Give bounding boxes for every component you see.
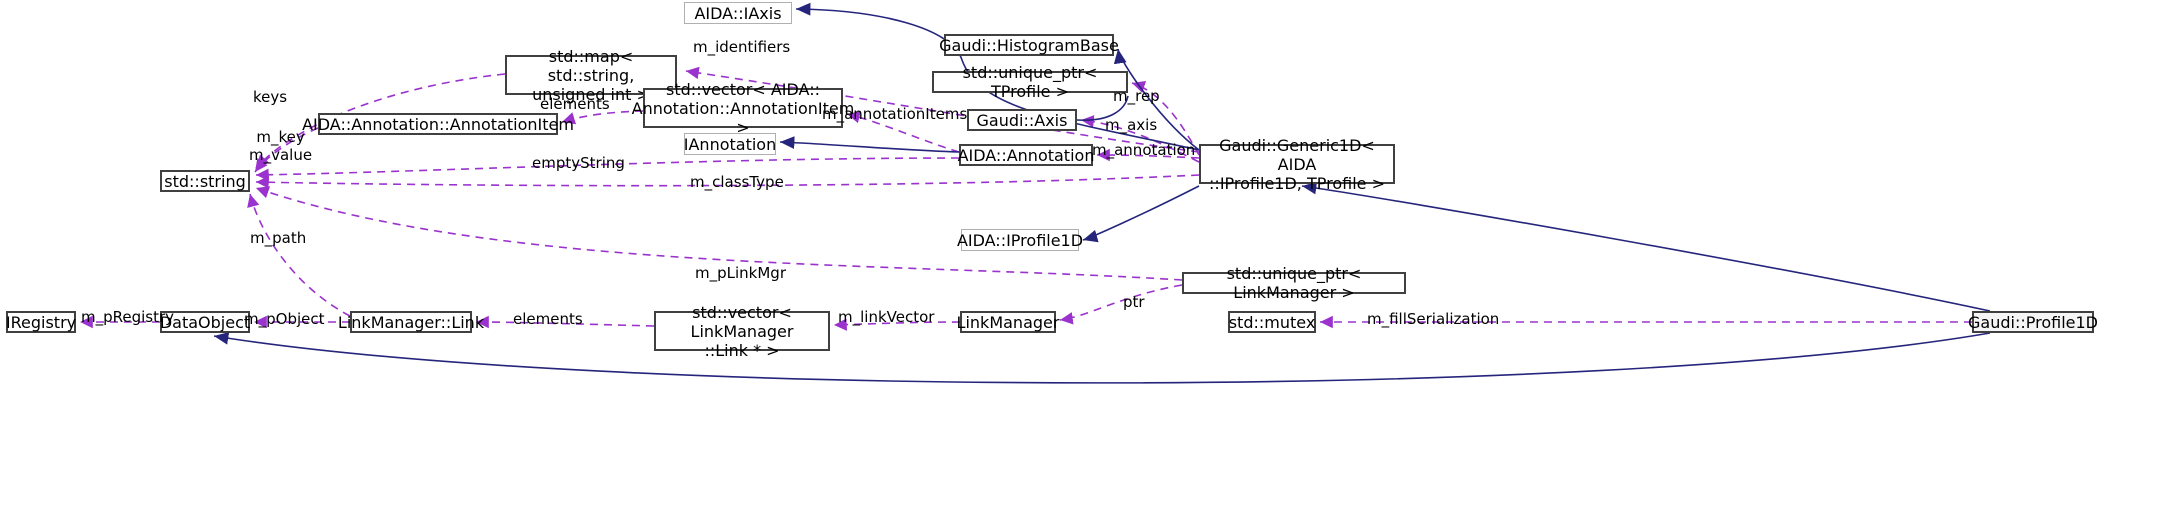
lbl-m-axis: m_axis (1105, 116, 1158, 134)
edge-inherit-dataobject (213, 331, 1991, 384)
lbl-keys: keys (253, 88, 288, 106)
lbl-m-plinkmgr: m_pLinkMgr (695, 264, 786, 282)
lbl-m-linkvector: m_linkVector (838, 308, 935, 326)
lbl-m-identifiers: m_identifiers (693, 38, 791, 56)
node-iannotation[interactable]: IAnnotation (683, 133, 777, 155)
node-annotationitem[interactable]: AIDA::Annotation::AnnotationItem (302, 113, 574, 135)
lbl-elements-1: elements (540, 95, 610, 113)
edge-keys (255, 73, 506, 169)
edge-m-axis (1080, 115, 1200, 163)
node-gaudi-axis[interactable]: Gaudi::Axis (967, 109, 1077, 131)
node-dataobject[interactable]: DataObject (159, 311, 251, 333)
edge-m-plinkmgr (255, 186, 1183, 281)
edge-m-key-m-value (254, 127, 319, 173)
edge-m-annotationitems (846, 110, 960, 153)
lbl-m-annotation: m_annotation (1092, 141, 1196, 159)
edge-m-linkvector (833, 318, 961, 331)
edge-inherit-iprofile1d (1082, 185, 1200, 243)
node-std-string[interactable]: std::string (160, 170, 250, 192)
node-std-mutex[interactable]: std::mutex (1228, 311, 1316, 333)
edge-m-classtype (255, 174, 1200, 189)
edge-m-annotation (1096, 148, 1200, 162)
lbl-m-pobject: m_pObject (244, 310, 325, 328)
node-aida-iaxis[interactable]: AIDA::IAxis (684, 2, 792, 24)
node-unique-ptr-linkmanager[interactable]: std::unique_ptr< LinkManager > (1182, 264, 1406, 302)
node-gaudi-profile1d[interactable]: Gaudi::Profile1D (1968, 311, 2098, 333)
lbl-m-classtype: m_classType (690, 173, 784, 191)
node-unique-ptr-tprofile[interactable]: std::unique_ptr< TProfile > (932, 63, 1128, 101)
node-gaudi-histogrambase[interactable]: Gaudi::HistogramBase (939, 34, 1119, 56)
edge-inherit-histogrambase (1113, 48, 1200, 151)
lbl-m-key-m-value: m_key m_value (249, 128, 313, 164)
node-aida-iprofile1d[interactable]: AIDA::IProfile1D (956, 229, 1084, 251)
edge-elements-link (475, 315, 655, 329)
edge-elements-annotationitem (561, 110, 644, 125)
edge-emptystring (255, 157, 960, 182)
edge-m-path (247, 193, 351, 317)
node-iregistry[interactable]: IRegistry (5, 311, 77, 333)
node-aida-annotation[interactable]: AIDA::Annotation (957, 144, 1095, 166)
lbl-elements-2: elements (513, 310, 583, 328)
edge-inherit-iannotation (779, 136, 960, 153)
node-gaudi-generic1d[interactable]: Gaudi::Generic1D< AIDA ::IProfile1D, TPr… (1199, 136, 1395, 193)
lbl-m-path: m_path (250, 229, 307, 247)
lbl-m-annotationitems: m_annotationItems (822, 105, 968, 123)
edge-m-identifiers (685, 66, 1200, 153)
node-linkmanager-link[interactable]: LinkManager::Link (337, 311, 485, 333)
edge-inherit-generic1d (1301, 181, 1991, 312)
node-vector-annotitem[interactable]: std::vector< AIDA:: Annotation::Annotati… (631, 79, 855, 137)
node-linkmanager[interactable]: LinkManager (956, 311, 1060, 333)
edge-axis-connector (1076, 95, 1129, 121)
lbl-m-rep: m_rep (1113, 87, 1160, 105)
lbl-ptr: ptr (1123, 293, 1145, 311)
edge-ptr (1059, 284, 1183, 325)
lbl-m-pregistry: m_pRegistry (81, 308, 175, 326)
node-vector-link-ptr[interactable]: std::vector< LinkManager ::Link * > (654, 303, 830, 360)
edge-inherit-iaxis (795, 2, 1200, 151)
lbl-emptystring: emptyString (532, 154, 625, 172)
lbl-m-fillserialization: m_fillSerialization (1367, 310, 1500, 328)
